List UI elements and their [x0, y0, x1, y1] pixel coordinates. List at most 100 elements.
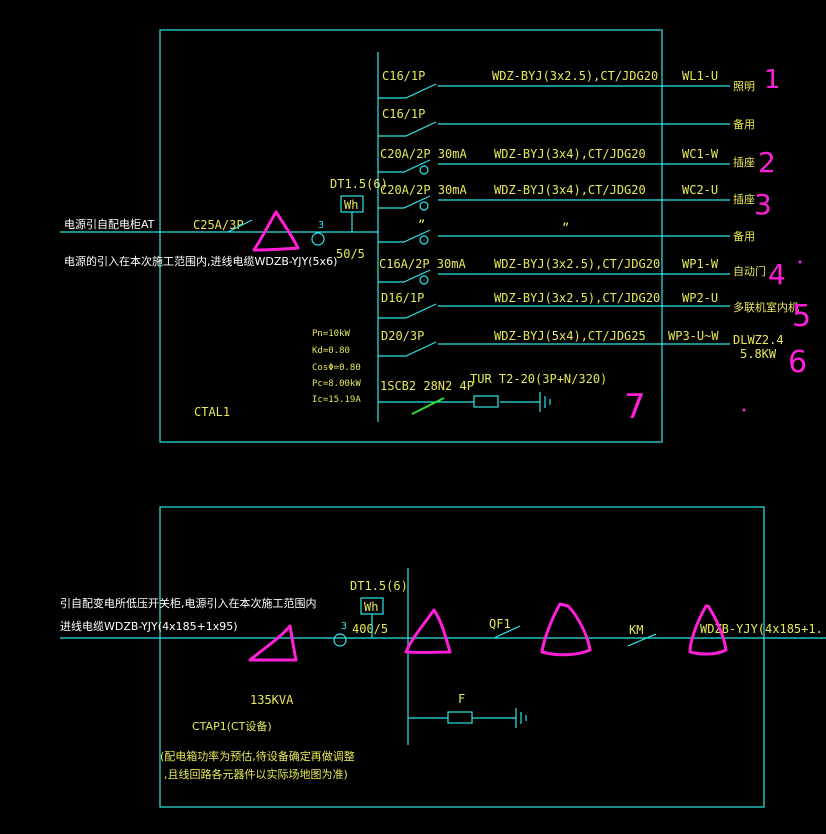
circuit-8-cable: WDZ-BYJ(5x4),CT/JDG25 [494, 329, 646, 343]
markup-triangle-4 [540, 602, 592, 657]
bottom-panel-name: CTAP1(CT设备) [192, 719, 272, 733]
top-meter-symbol: Wh [344, 198, 358, 212]
circuit-2-use: 备用 [733, 117, 755, 131]
bottom-incoming-cable: 进线电缆WDZB-YJY(4x185+1x95) [60, 619, 238, 633]
top-main-breaker-switch [227, 219, 253, 233]
circuit-3-id: WC1-W [682, 147, 719, 161]
markup-triangle-1 [252, 210, 300, 252]
top-spd-circuit: 1SCB2 28N2 4P TUR T2-20(3P+N/320) [378, 372, 607, 415]
top-distribution-panel: 电源引自配电柜AT 电源的引入在本次施工范围内,进线电缆WDZB-YJY(5x6… [60, 29, 799, 443]
bottom-incoming-source: 引自配变电所低压开关柜,电源引入在本次施工范围内 [60, 596, 317, 610]
circuit-6-switch [378, 269, 730, 283]
markup-number-4: 4 [768, 258, 786, 291]
circuit-4-use: 插座 [733, 192, 755, 206]
param-kd: Kd=0.80 [312, 346, 350, 356]
circuit-5-rcd-icon [419, 235, 429, 245]
circuit-2-switch [378, 121, 730, 137]
circuit-7-breaker: D16/1P [381, 291, 424, 305]
markup-number-7: 7 [624, 387, 646, 427]
circuit-3-rcd-icon [419, 165, 429, 175]
markup-layer: 1 2 3 4 5 6 7 [248, 65, 811, 662]
markup-number-3: 3 [754, 188, 772, 221]
top-main-breaker: C25A/3P [193, 218, 244, 232]
circuit-7-switch [378, 303, 730, 319]
circuit-3-breaker: C20A/2P 30mA [380, 147, 467, 161]
bottom-note-line1: (配电箱功率为预估,待设备确定再做调整 [160, 749, 355, 763]
bottom-distribution-panel: 引自配变电所低压开关柜,电源引入在本次施工范围内 进线电缆WDZB-YJY(4x… [60, 506, 826, 808]
bottom-contactor-label: KM [629, 623, 643, 637]
circuit-6-cable: WDZ-BYJ(3x2.5),CT/JDG20 [494, 257, 660, 271]
bottom-contactor-switch [627, 633, 657, 647]
param-pn: Pn=10kW [312, 329, 351, 339]
circuit-6-rcd-icon [419, 275, 429, 285]
top-spd-highlight [411, 397, 445, 415]
top-incoming-source: 电源引自配电柜AT [64, 217, 155, 231]
circuit-1: C16/1P WDZ-BYJ(3x2.5),CT/JDG20 WL1-U 照明 [378, 69, 755, 99]
circuit-5-tick: ” [418, 218, 425, 232]
circuit-5: ” ” 备用 [378, 218, 755, 245]
circuit-4-breaker: C20A/2P 30mA [380, 183, 467, 197]
circuit-1-use: 照明 [733, 80, 755, 93]
param-ic: Ic=15.19A [312, 395, 361, 405]
bottom-spd-label: F [458, 692, 465, 706]
markup-number-2: 2 [758, 146, 776, 179]
bottom-breaker-label: QF1 [489, 617, 511, 631]
circuit-8-id: WP3-U~W [668, 329, 719, 343]
circuit-3: C20A/2P 30mA WDZ-BYJ(3x4),CT/JDG20 WC1-W… [378, 147, 755, 175]
bottom-ct-count: 3 [341, 621, 347, 632]
top-ct-icon [311, 232, 325, 246]
bottom-meter-label: DT1.5(6) [350, 579, 408, 593]
circuit-2: C16/1P 备用 [378, 107, 755, 137]
circuit-4: C20A/2P 30mA WDZ-BYJ(3x4),CT/JDG20 WC2-U… [378, 183, 755, 211]
bottom-outgoing-cable: WDZB-YJY(4x185+1. [700, 622, 823, 636]
circuit-7-use: 多联机室内机 [733, 300, 799, 314]
circuit-8-switch [378, 341, 730, 357]
top-panel-name: CTAL1 [194, 405, 230, 419]
circuit-8-breaker: D20/3P [381, 329, 424, 343]
circuit-5-switch [378, 229, 730, 243]
circuit-4-switch [378, 195, 730, 209]
top-ct-count: 3 [318, 220, 324, 231]
param-pc: Pc=8.00kW [312, 379, 361, 389]
circuit-7-id: WP2-U [682, 291, 718, 305]
markup-dot-2 [742, 408, 746, 412]
markup-triangle-2 [248, 624, 298, 662]
circuit-3-switch [378, 159, 730, 173]
markup-number-5: 5 [792, 299, 811, 334]
circuit-6-breaker: C16A/2P 30mA [379, 257, 466, 271]
circuit-4-id: WC2-U [682, 183, 718, 197]
circuit-1-id: WL1-U [682, 69, 718, 83]
circuit-1-breaker: C16/1P [382, 69, 425, 83]
circuit-8-use: DLWZ2.4 [733, 333, 784, 347]
circuit-5-cable: ” [562, 221, 569, 235]
top-incoming-note: 电源的引入在本次施工范围内,进线电缆WDZB-YJY(5x6) [64, 254, 337, 268]
bottom-breaker-switch [493, 625, 521, 639]
bottom-panel-frame [159, 506, 765, 808]
circuit-8: D20/3P WDZ-BYJ(5x4),CT/JDG25 WP3-U~W DLW… [378, 329, 784, 361]
markup-number-1: 1 [764, 65, 781, 95]
circuit-7-cable: WDZ-BYJ(3x2.5),CT/JDG20 [494, 291, 660, 305]
top-spd-breaker: 1SCB2 28N2 4P [380, 379, 474, 393]
circuit-6-id: WP1-W [682, 257, 719, 271]
top-ct-ratio: 50/5 [336, 247, 365, 261]
top-spd-icon [473, 395, 499, 408]
circuit-3-cable: WDZ-BYJ(3x4),CT/JDG20 [494, 147, 646, 161]
circuit-6-use: 自动门 [733, 264, 766, 278]
circuit-4-cable: WDZ-BYJ(3x4),CT/JDG20 [494, 183, 646, 197]
circuit-2-breaker: C16/1P [382, 107, 425, 121]
bottom-ct-ratio: 400/5 [352, 622, 388, 636]
circuit-3-use: 插座 [733, 155, 755, 169]
bottom-spd-icon [447, 711, 473, 724]
circuit-1-cable: WDZ-BYJ(3x2.5),CT/JDG20 [492, 69, 658, 83]
bottom-spd-ground-icon [515, 708, 527, 728]
markup-dot-1 [798, 260, 802, 264]
circuit-1-switch [378, 83, 730, 99]
markup-triangle-3 [404, 608, 452, 654]
top-spd-label: TUR T2-20(3P+N/320) [470, 372, 607, 386]
bottom-capacity: 135KVA [250, 693, 294, 707]
top-spd-ground-icon [539, 392, 551, 412]
param-cos: CosΦ=0.80 [312, 363, 361, 373]
bottom-spd-circuit: F [408, 692, 527, 728]
markup-triangle-5 [688, 604, 728, 656]
